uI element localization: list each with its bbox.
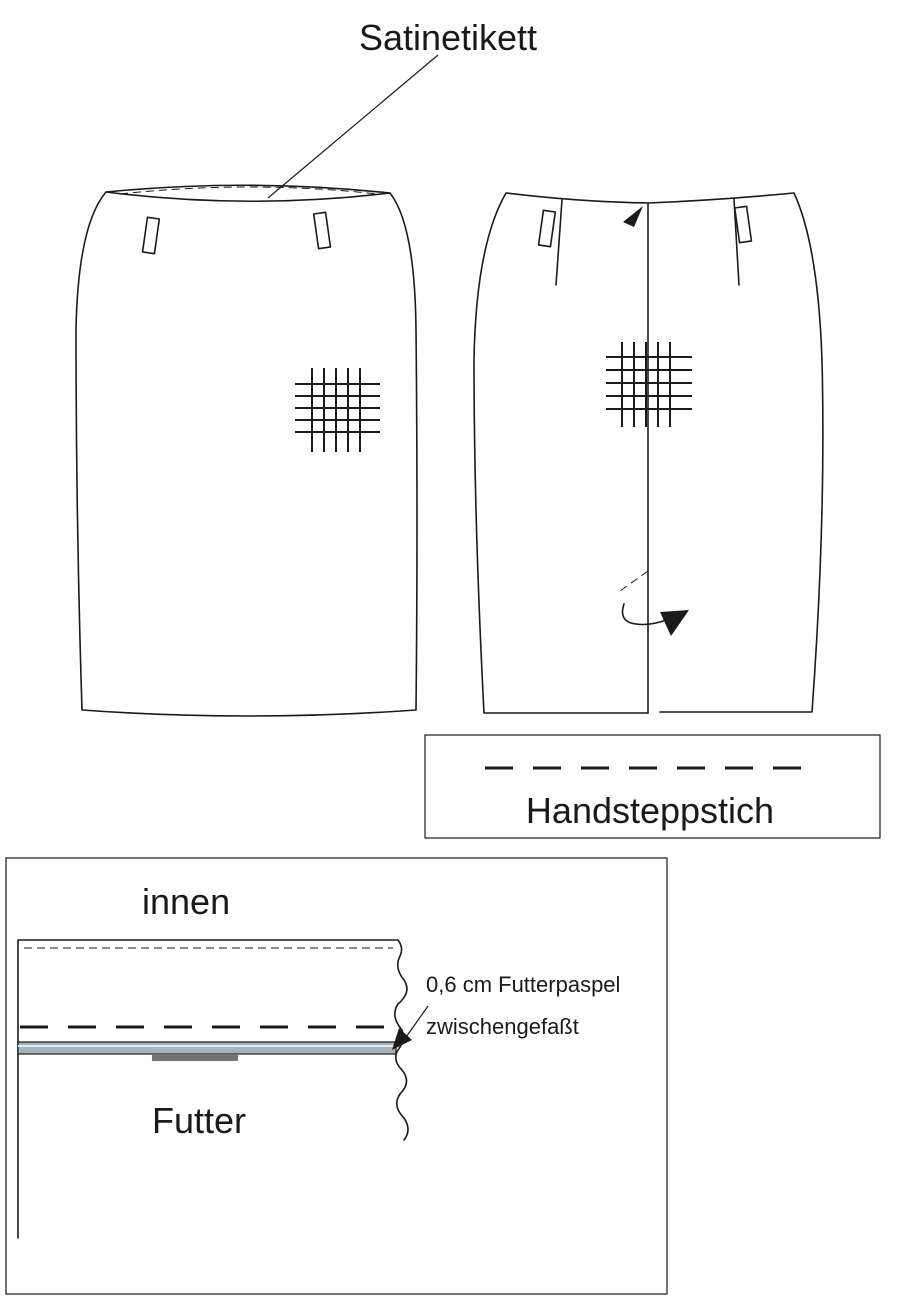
waistband-hand-stitch bbox=[119, 186, 379, 195]
piping-label-line1: 0,6 cm Futterpaspel bbox=[426, 972, 620, 997]
fabric-check-swatch-back bbox=[606, 342, 692, 427]
vent-stitch-dashed bbox=[619, 570, 649, 592]
lining-label: Futter bbox=[152, 1100, 246, 1141]
zipper-arrow-icon bbox=[623, 206, 643, 227]
skirt-back bbox=[473, 192, 824, 714]
back-belt-loop-right bbox=[733, 205, 753, 244]
piping-label-line2: zwischengefaßt bbox=[426, 1014, 579, 1039]
legend-label: Handsteppstich bbox=[526, 790, 774, 831]
inside-detail: innen 0,6 cm Futterpaspel zwischengefaßt… bbox=[5, 857, 668, 1295]
piping-arrow-icon bbox=[392, 1028, 412, 1050]
legend-box: Handsteppstich bbox=[424, 734, 881, 839]
skirt-back-left-panel bbox=[473, 192, 649, 714]
detail-frame bbox=[5, 857, 668, 1295]
inside-label: innen bbox=[142, 881, 230, 922]
waistband-section-outline bbox=[17, 939, 409, 1239]
vent-fold-arrow-curve bbox=[621, 603, 667, 626]
lining-piping bbox=[17, 1041, 397, 1055]
belt-loop-right bbox=[312, 211, 332, 250]
back-belt-loop-left bbox=[537, 209, 557, 248]
belt-loop-left bbox=[141, 216, 161, 255]
satin-label-text: Satinetikett bbox=[359, 17, 537, 58]
piping-leader bbox=[403, 1005, 429, 1041]
satin-label-section bbox=[152, 1054, 238, 1061]
satin-label-leader bbox=[267, 54, 439, 199]
fabric-check-swatch-front bbox=[295, 368, 380, 452]
skirt-front-outline bbox=[75, 184, 418, 717]
skirt-front bbox=[75, 184, 418, 717]
legend-frame bbox=[424, 734, 881, 839]
back-dart-left bbox=[555, 199, 563, 286]
skirt-back-right-panel bbox=[647, 192, 824, 713]
vent-fold-arrow-icon bbox=[660, 610, 689, 636]
waistband-lower-edge bbox=[105, 191, 391, 203]
